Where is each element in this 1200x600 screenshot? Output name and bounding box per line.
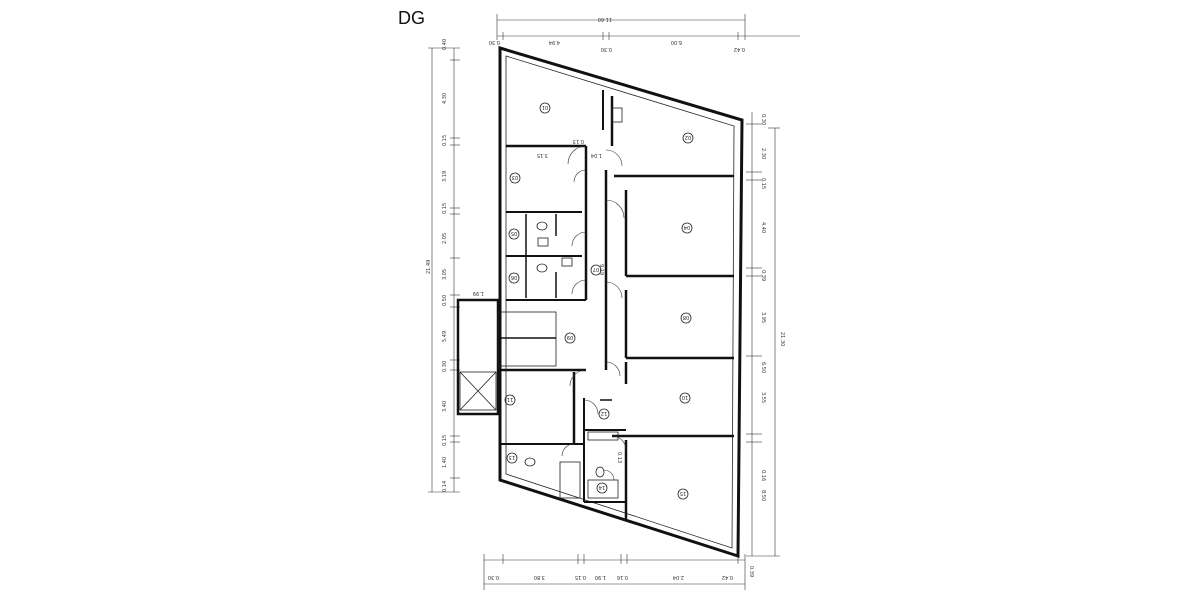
room-10-label: 10 xyxy=(682,394,688,400)
dim-bottom-1: 0.30 xyxy=(488,574,499,580)
dim-bottom-3: 0.15 xyxy=(575,574,586,580)
room-04-marker: 04 xyxy=(681,222,693,234)
room-06-marker: 06 xyxy=(508,272,520,284)
room-14-marker: 14 xyxy=(596,482,608,494)
dim-top-total: 11.60 xyxy=(598,16,612,22)
room-10-marker: 10 xyxy=(679,392,691,404)
room-06-label: 06 xyxy=(511,274,517,280)
dim-right-9: 0.16 xyxy=(760,470,766,481)
room-02-marker: 02 xyxy=(682,132,694,144)
room-02-label: 02 xyxy=(685,134,691,140)
room-12-label: 12 xyxy=(601,410,607,416)
dim-right-1: 0.30 xyxy=(760,114,766,125)
room-05-marker: 05 xyxy=(508,228,520,240)
dim-inner-1: 0.13 xyxy=(573,138,584,144)
dim-right-2: 2.30 xyxy=(760,148,766,159)
room-07-label: 07 xyxy=(593,266,599,272)
dim-inner-6: 0.13 xyxy=(616,452,622,463)
room-03-label: 03 xyxy=(512,174,518,180)
dim-top-5: 0.42 xyxy=(734,46,745,52)
room-03-marker: 03 xyxy=(509,172,521,184)
dim-bottom-4: 1.90 xyxy=(595,574,606,580)
dim-right-4: 4.40 xyxy=(760,222,766,233)
dim-inner-3: 3.15 xyxy=(537,152,548,158)
dim-right-total: 21.30 xyxy=(779,332,785,346)
dim-top-2: 4.94 xyxy=(549,39,560,45)
dim-bottom-2: 3.80 xyxy=(534,574,545,580)
dim-left-14: 0.14 xyxy=(442,481,448,492)
plan-title: DG xyxy=(398,8,425,28)
room-15-label: 15 xyxy=(680,490,686,496)
dim-left-total: 21.49 xyxy=(426,260,432,274)
dim-left-10: 0.30 xyxy=(442,361,448,372)
right-dimension-chain: 0.30 2.30 0.15 4.40 0.39 3.95 6.50 3.55 … xyxy=(746,112,785,557)
room-07-marker: 07 xyxy=(590,264,602,276)
dim-inner-2: 1.04 xyxy=(591,152,602,158)
dim-left-2: 4.30 xyxy=(442,93,448,104)
room-08-marker: 08 xyxy=(680,312,692,324)
dim-left-3: 0.15 xyxy=(442,135,448,146)
dim-left-5: 0.15 xyxy=(442,203,448,214)
dim-left-11: 3.40 xyxy=(442,401,448,412)
room-12-marker: 12 xyxy=(598,408,610,420)
room-09-label: 09 xyxy=(567,334,573,340)
dim-left-13: 1.40 xyxy=(442,457,448,468)
dim-right-10: 8.50 xyxy=(760,490,766,501)
room-04-label: 04 xyxy=(684,224,690,230)
dim-left-7: 3.05 xyxy=(442,269,448,280)
room-13-marker: 13 xyxy=(506,452,518,464)
dim-bottom-right: 0.39 xyxy=(748,566,754,577)
dim-left-12: 0.15 xyxy=(442,435,448,446)
dim-left-8: 0.50 xyxy=(442,295,448,306)
room-08-label: 08 xyxy=(683,314,689,320)
dim-right-3: 0.15 xyxy=(760,178,766,189)
dim-left-1: 0.40 xyxy=(442,39,448,50)
dim-left-9: 5.49 xyxy=(442,331,448,342)
dim-left-6: 2.05 xyxy=(442,233,448,244)
room-13-label: 13 xyxy=(509,454,515,460)
dim-right-5: 0.39 xyxy=(760,270,766,281)
dim-right-8: 3.55 xyxy=(760,392,766,403)
room-11-label: 11 xyxy=(507,396,513,402)
top-dimension-chain: 11.60 0.30 4.94 0.30 6.00 0.42 xyxy=(489,14,800,52)
doors xyxy=(561,145,627,481)
room-05-label: 05 xyxy=(511,230,517,236)
room-markers: 01 02 03 04 05 06 07 08 09 10 11 12 13 1… xyxy=(504,102,694,500)
room-01-label: 01 xyxy=(542,104,548,110)
bathroom-fixtures xyxy=(524,107,623,499)
room-15-marker: 15 xyxy=(677,488,689,500)
interior-walls xyxy=(456,90,734,520)
room-14-label: 14 xyxy=(599,484,605,490)
dim-top-3: 0.30 xyxy=(601,46,612,52)
dim-bottom-6: 2.04 xyxy=(673,574,684,580)
dim-right-6: 3.95 xyxy=(760,312,766,323)
outer-walls xyxy=(498,45,744,559)
room-11-marker: 11 xyxy=(504,394,516,406)
dim-left-4: 3.19 xyxy=(442,171,448,182)
dim-bottom-7: 0.42 xyxy=(722,574,733,580)
dim-inner-5: 1.99 xyxy=(473,290,484,296)
left-dimension-chain: 0.40 4.30 0.15 3.19 0.15 2.05 3.05 0.50 … xyxy=(426,39,460,493)
dim-right-7: 6.50 xyxy=(760,362,766,373)
room-01-marker: 01 xyxy=(539,102,551,114)
dim-bottom-5: 0.16 xyxy=(617,574,628,580)
bottom-dimension-chain: 0.30 3.80 0.15 1.90 0.16 2.04 0.42 0.39 xyxy=(483,554,754,590)
dim-top-4: 6.00 xyxy=(671,39,682,45)
dim-top-1: 0.30 xyxy=(489,39,500,45)
room-09-marker: 09 xyxy=(564,332,576,344)
